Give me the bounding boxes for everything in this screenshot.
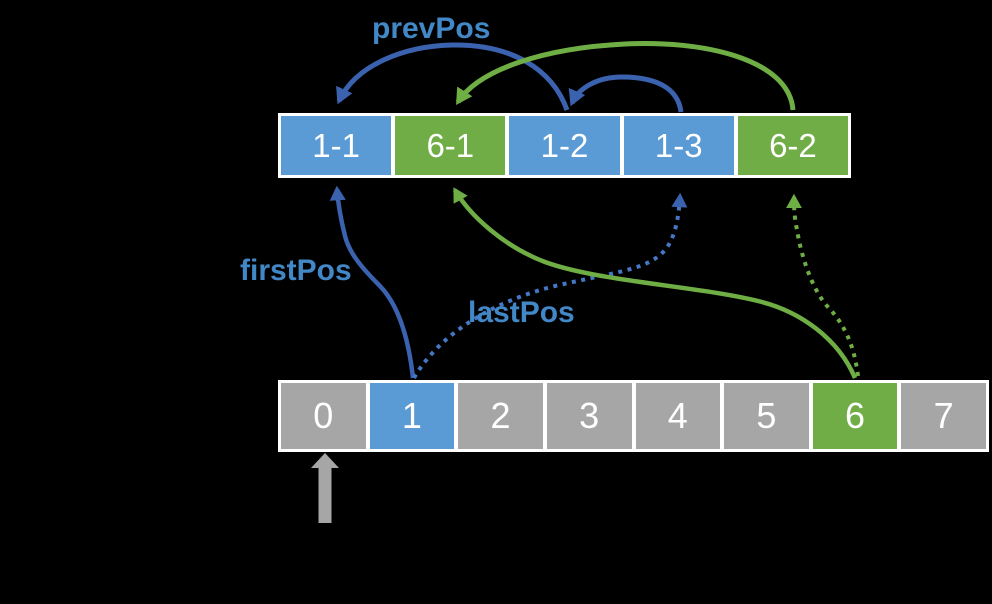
prevpos-arrow-entry-1-3-to-entry-1-2 (568, 74, 684, 113)
entry-cell-1-2: 1-2 (509, 116, 620, 175)
bucket-cell-5: 5 (724, 383, 809, 449)
lastpos-arrow-bucket-6-to-entry-6-2 (786, 193, 860, 377)
firstpos-arrow-bucket-6-to-entry-6-1 (453, 187, 858, 379)
prevpos-arrow-entry-6-2-to-entry-6-1 (455, 40, 796, 111)
entry-cell-6-2: 6-2 (737, 116, 849, 175)
bucket-0-pointer-arrow (311, 453, 339, 523)
entry-cell-6-1: 6-1 (395, 116, 506, 175)
bucket-cell-0: 0 (281, 383, 366, 449)
bucket-cell-2: 2 (458, 383, 543, 449)
lastpos-label: lastPos (468, 296, 575, 329)
entry-cell-1-3: 1-3 (623, 116, 734, 175)
firstpos-arrow-bucket-1-to-entry-1-1 (329, 185, 416, 379)
buckets-row: 0 1 2 3 4 5 6 7 (278, 380, 989, 452)
entry-cell-1-1: 1-1 (281, 116, 392, 175)
prevpos-arrow-entry-1-2-to-entry-1-1 (336, 42, 570, 111)
lastpos-arrow-bucket-1-to-entry-1-3 (412, 192, 688, 379)
bucket-cell-4: 4 (635, 383, 721, 449)
firstpos-label: firstPos (240, 254, 352, 287)
bucket-cell-7: 7 (901, 383, 986, 449)
bucket-cell-3: 3 (546, 383, 632, 449)
bucket-cell-1: 1 (369, 383, 455, 449)
prevpos-label: prevPos (372, 12, 491, 45)
entries-row: 1-1 6-1 1-2 1-3 6-2 (278, 113, 851, 178)
bucket-cell-6: 6 (812, 383, 898, 449)
